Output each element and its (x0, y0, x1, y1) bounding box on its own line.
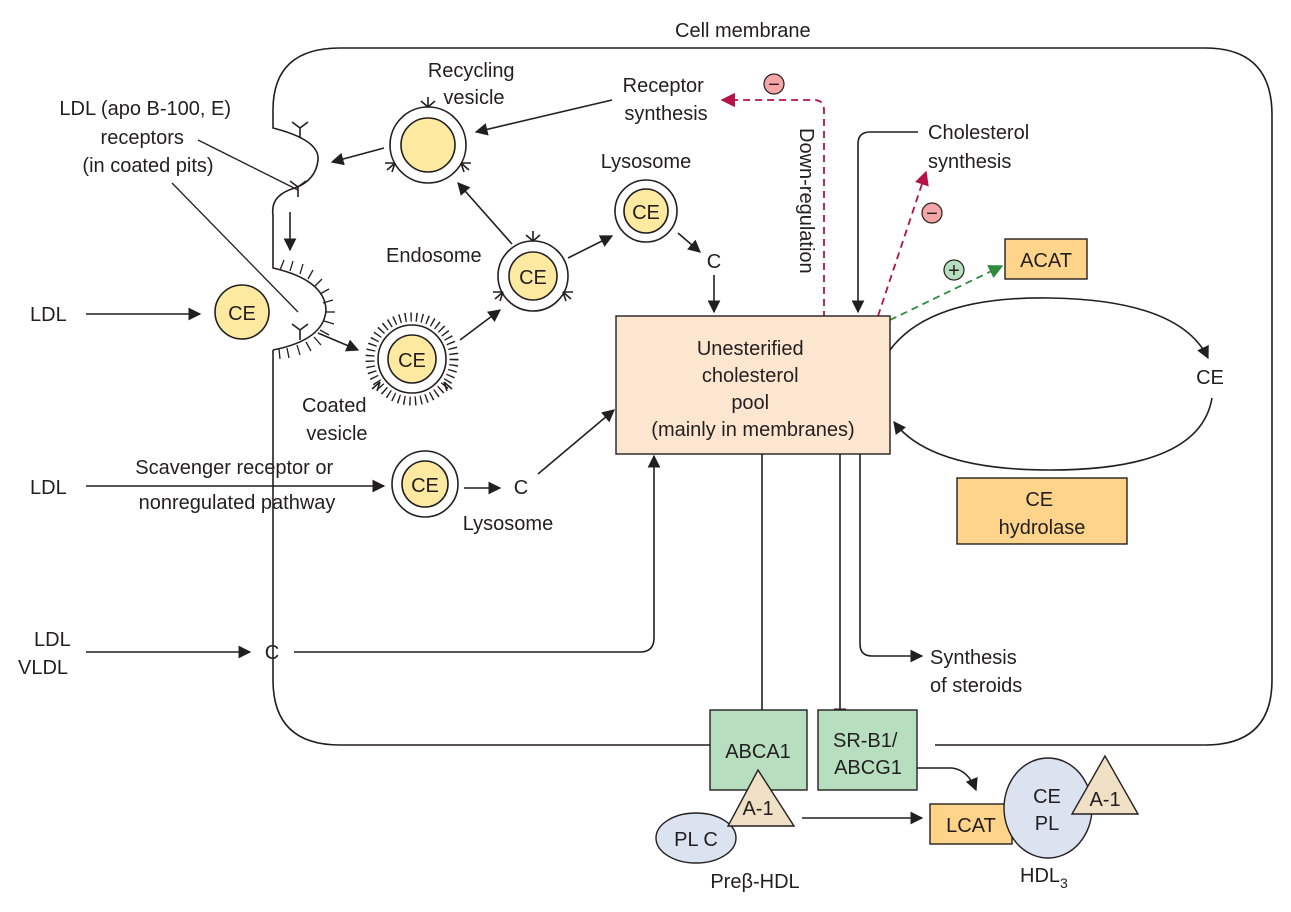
cholesterol-synthesis-label: Cholesterol synthesis (928, 122, 1035, 173)
c-middle-to-pool-arrow (537, 409, 615, 475)
down-regulation-label: Down-regulation (795, 128, 817, 274)
activate-sign (943, 259, 965, 281)
prebeta-hdl-label: Preβ-HDL (710, 871, 799, 893)
c-bottom: C (265, 642, 279, 664)
srb1-abcg1-box (817, 709, 918, 791)
svg-text:CE: CE (632, 202, 660, 224)
lysosome-bottom-label: Lysosome (463, 513, 553, 535)
endosome: CE (493, 231, 573, 312)
apo-a1-triangle-right (1070, 754, 1140, 815)
coated-vesicle-label: Coated vesicle (302, 395, 372, 445)
srb1-abcg1-label: SR-B1/ ABCG1 (833, 730, 903, 779)
acat-label: ACAT (1020, 250, 1072, 272)
receptor-pointer-2 (171, 182, 299, 313)
cell-membrane-label: Cell membrane (675, 20, 811, 42)
coated-pit-bristles (278, 259, 335, 360)
apo-a1-right-label: A-1 (1089, 789, 1120, 811)
c-bottom-to-pool-arrow (294, 454, 661, 653)
svg-text:CE: CE (519, 267, 547, 289)
coated-vesicle: CE (365, 312, 459, 406)
c-middle: C (514, 477, 528, 499)
endosome-label: Endosome (386, 245, 482, 267)
down-regulation-synthesis-arrow (877, 170, 929, 317)
svg-text:CE: CE (228, 303, 256, 325)
lysosome-top-label: Lysosome (601, 151, 691, 173)
receptor-synthesis-arrow (474, 99, 613, 136)
abca1-label: ABCA1 (725, 741, 791, 763)
activate-sign-text: + (948, 260, 960, 282)
inhibit-sign-synthesis (921, 202, 943, 224)
receptor-synthesis-label: Receptor synthesis (623, 75, 710, 125)
hdl3-label: HDL3 (1020, 865, 1068, 891)
hdl3-pl-label: PL (1035, 813, 1059, 835)
scavenger-label: Scavenger receptor or nonregulated pathw… (135, 457, 338, 514)
lysosome-to-c-arrow (677, 232, 701, 253)
lcat-label: LCAT (946, 815, 996, 837)
pool-label: Unesterified cholesterol pool (mainly in… (651, 338, 854, 441)
coated-to-endosome-arrow (459, 309, 502, 341)
pool-to-steroids-arrow (859, 454, 924, 663)
ce-hydrolase-label: CE hydrolase (999, 489, 1086, 539)
pool-to-ce-arrow (889, 297, 1209, 360)
ce-hydrolase-box (956, 477, 1128, 545)
unesterified-cholesterol-pool (615, 315, 891, 455)
inhibit-sign-receptor (763, 73, 785, 95)
lcat-box (929, 803, 1013, 845)
apo-a1-left-label: A-1 (742, 798, 773, 820)
ldl-label-1: LDL (30, 304, 67, 326)
down-regulation-receptor-arrow (720, 92, 825, 318)
ce-right-label: CE (1196, 367, 1224, 389)
apo-a1-triangle-left (726, 768, 796, 827)
svg-text:CE: CE (411, 475, 439, 497)
recycling-vesicle (385, 97, 471, 184)
ldl-label-2: LDL (30, 477, 67, 499)
recycling-vesicle-label: Recycling vesicle (428, 60, 520, 109)
pit-to-coated-vesicle-arrow (317, 332, 360, 352)
inhibit-sign-receptor-text: − (768, 74, 780, 96)
ce-to-pool-arrow (893, 397, 1213, 471)
synthesis-steroids-label: Synthesis of steroids (930, 647, 1022, 697)
acat-box (1004, 238, 1088, 280)
vldl-label: VLDL (18, 657, 68, 679)
cholesterol-synthesis-arrow (851, 131, 918, 314)
cell-membrane (271, 47, 1273, 746)
svg-text:CE: CE (398, 350, 426, 372)
srb1-to-hdl3-arrow (917, 767, 978, 792)
inhibit-sign-synthesis-text: − (926, 203, 938, 225)
pl-c-label: PL C (674, 829, 718, 851)
endosome-to-lysosome-arrow (567, 235, 614, 259)
acat-activation-arrow (889, 265, 1004, 321)
lysosome-top: CE (614, 179, 678, 243)
pl-c-particle (655, 812, 737, 864)
lysosome-bottom: CE (391, 450, 459, 518)
recycle-to-membrane-arrow (330, 147, 385, 166)
c-top: C (707, 251, 721, 273)
membrane-receptors (289, 121, 309, 340)
ldl-label-3: LDL (34, 629, 71, 651)
endosome-to-recycling-arrow (457, 182, 513, 245)
ldl-particle: CE (214, 284, 270, 340)
ldl-receptors-label: LDL (apo B-100, E) receptors (in coated … (59, 98, 236, 177)
receptor-pointer-1 (197, 139, 299, 191)
hdl3-ce-label: CE (1033, 786, 1061, 808)
